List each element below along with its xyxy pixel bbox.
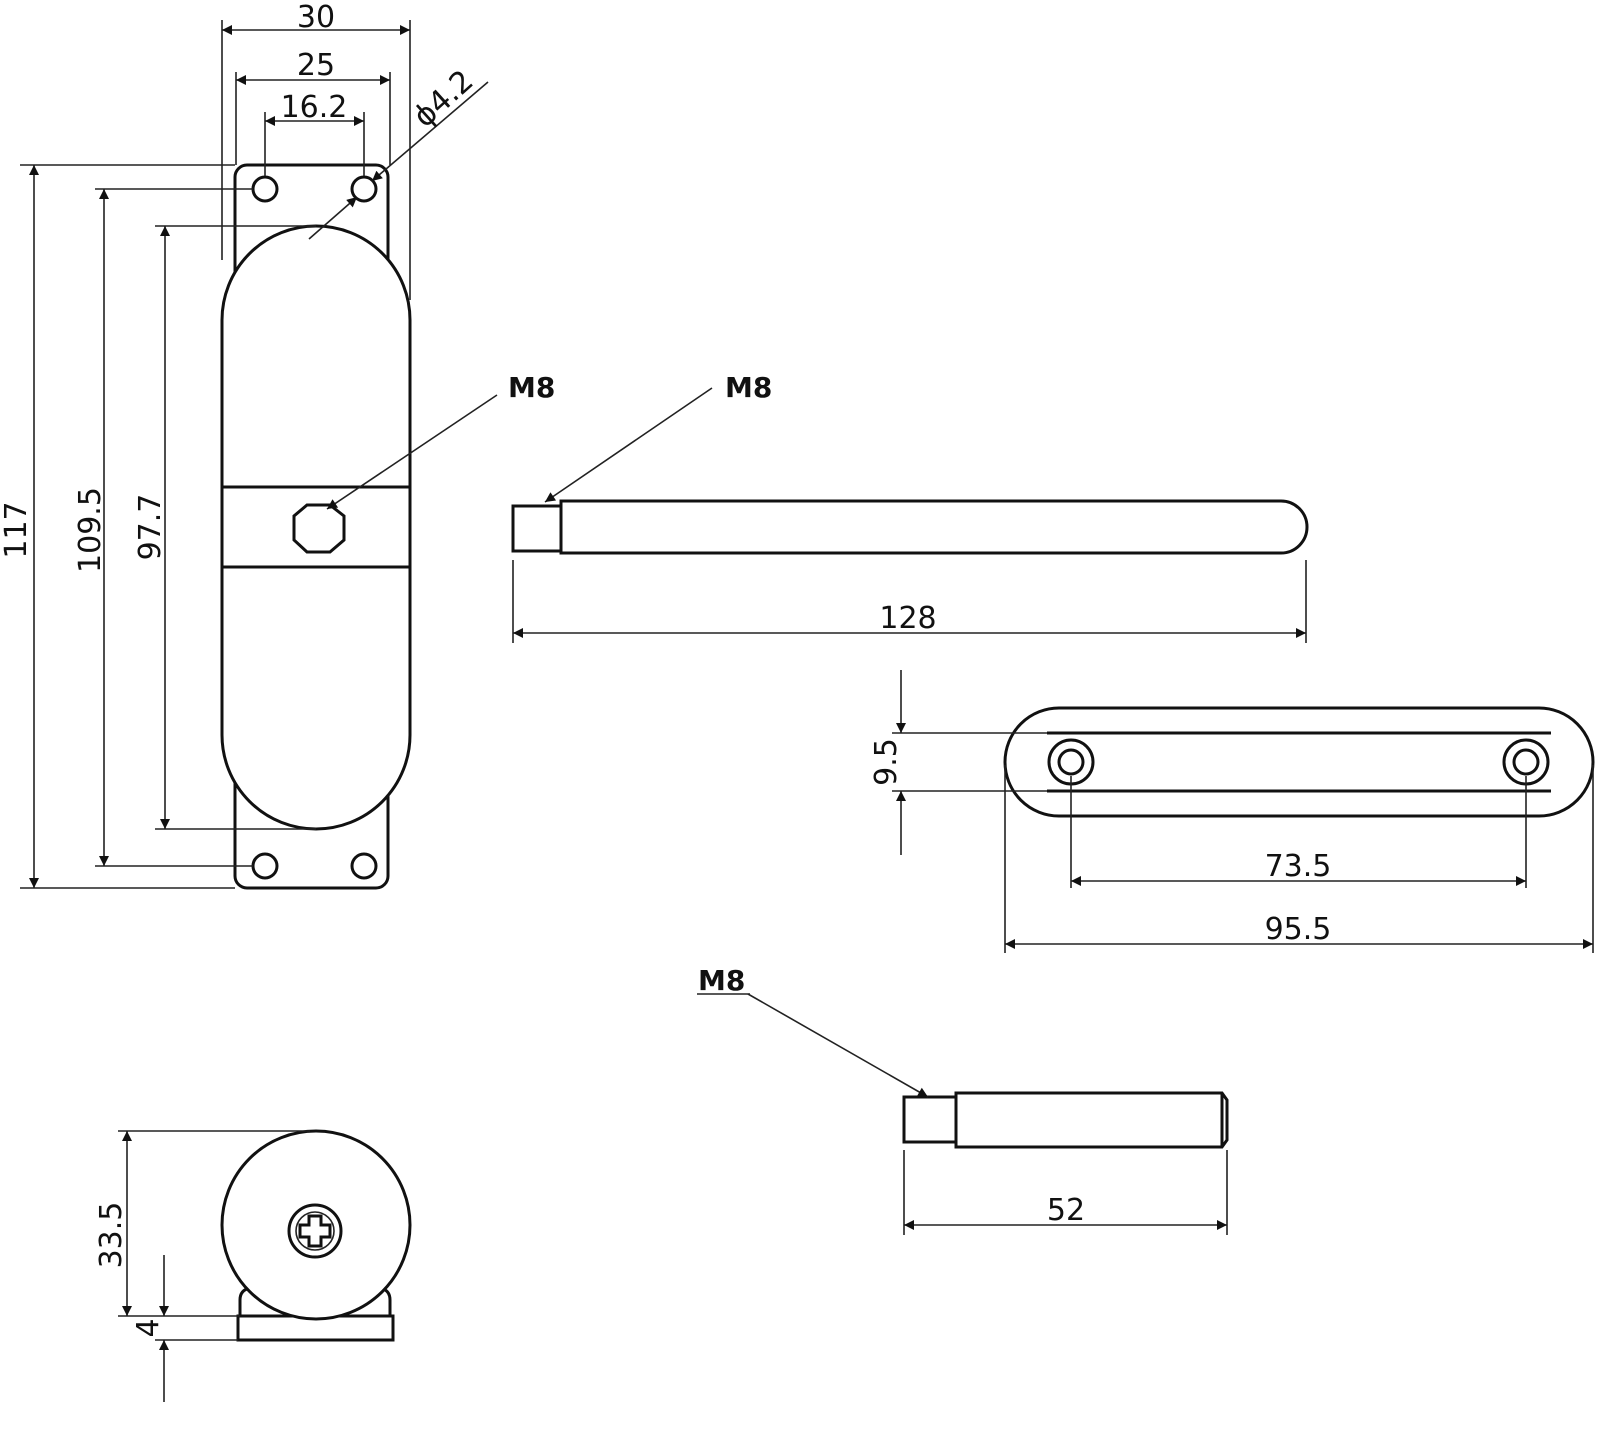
dim-arm-top-length: 95.5	[1004, 765, 1594, 953]
mounting-hole-bottom-right	[350, 852, 378, 880]
dim-width-overall: 30	[221, 0, 411, 300]
arm-top-view: 9.5 73.5 95.5	[869, 670, 1595, 953]
dim-end-height-label: 33.5	[94, 1202, 129, 1269]
arm-body-outline	[559, 499, 1309, 555]
dim-arm-width: 9.5	[869, 670, 1047, 855]
dim-hole-diameter-label: ϕ4.2	[407, 63, 481, 134]
short-shaft-thread-end	[902, 1095, 958, 1144]
arm-thread-leader: M8	[544, 371, 772, 503]
shaft-hex-outline	[292, 503, 346, 554]
end-view: 33.5 4	[94, 1129, 412, 1402]
arm-top-outline	[1003, 706, 1595, 818]
arm-hole-left-inner	[1057, 748, 1085, 776]
dim-end-height: 33.5	[94, 1130, 310, 1317]
dim-body-height-label: 97.7	[133, 494, 168, 561]
front-view: 30 25 16.2 ϕ4.2 117	[0, 0, 555, 890]
mounting-hole-top-right	[350, 175, 378, 203]
body-outline	[220, 224, 412, 831]
dim-hole-spacing-inner: 16.2	[264, 90, 365, 176]
dim-hole-spacing-outer-label: 25	[297, 48, 335, 83]
dim-hole-spacing-inner-label: 16.2	[281, 90, 348, 125]
dim-end-base-thickness-label: 4	[131, 1318, 166, 1337]
arm-side-view: M8 128	[511, 371, 1309, 643]
dim-body-height: 97.7	[133, 225, 316, 830]
dim-short-shaft-length-label: 52	[1047, 1193, 1085, 1228]
short-shaft: M8 52	[697, 964, 1229, 1235]
end-view-body	[220, 1129, 412, 1321]
dim-hole-center-height: 109.5	[73, 188, 253, 867]
dim-arm-length: 128	[512, 560, 1307, 643]
mounting-hole-bottom-left	[251, 852, 279, 880]
dim-arm-top-length-label: 95.5	[1265, 912, 1332, 947]
dim-height-overall: 117	[0, 164, 235, 889]
short-shaft-label: M8	[698, 964, 745, 997]
shaft-leader: M8	[326, 371, 555, 510]
dim-arm-width-label: 9.5	[869, 738, 904, 786]
short-shaft-leader: M8	[697, 964, 929, 1098]
dim-height-overall-label: 117	[0, 501, 34, 558]
arm-hole-right-inner	[1512, 748, 1540, 776]
arm-thread-end	[511, 504, 563, 553]
dim-width-overall-label: 30	[297, 0, 335, 35]
arm-thread-label: M8	[725, 371, 772, 404]
short-shaft-body	[954, 1091, 1229, 1149]
dim-short-shaft-length: 52	[903, 1150, 1228, 1235]
dim-end-base-thickness: 4	[131, 1255, 238, 1402]
dim-arm-hole-spacing: 73.5	[1070, 776, 1527, 888]
dim-arm-length-label: 128	[879, 601, 936, 636]
dim-hole-spacing-outer: 25	[235, 48, 391, 165]
phillips-screw-icon	[287, 1203, 343, 1259]
mounting-hole-top-left	[251, 175, 279, 203]
dim-arm-hole-spacing-label: 73.5	[1265, 849, 1332, 884]
shaft-label: M8	[508, 371, 555, 404]
dim-hole-center-height-label: 109.5	[73, 487, 108, 573]
